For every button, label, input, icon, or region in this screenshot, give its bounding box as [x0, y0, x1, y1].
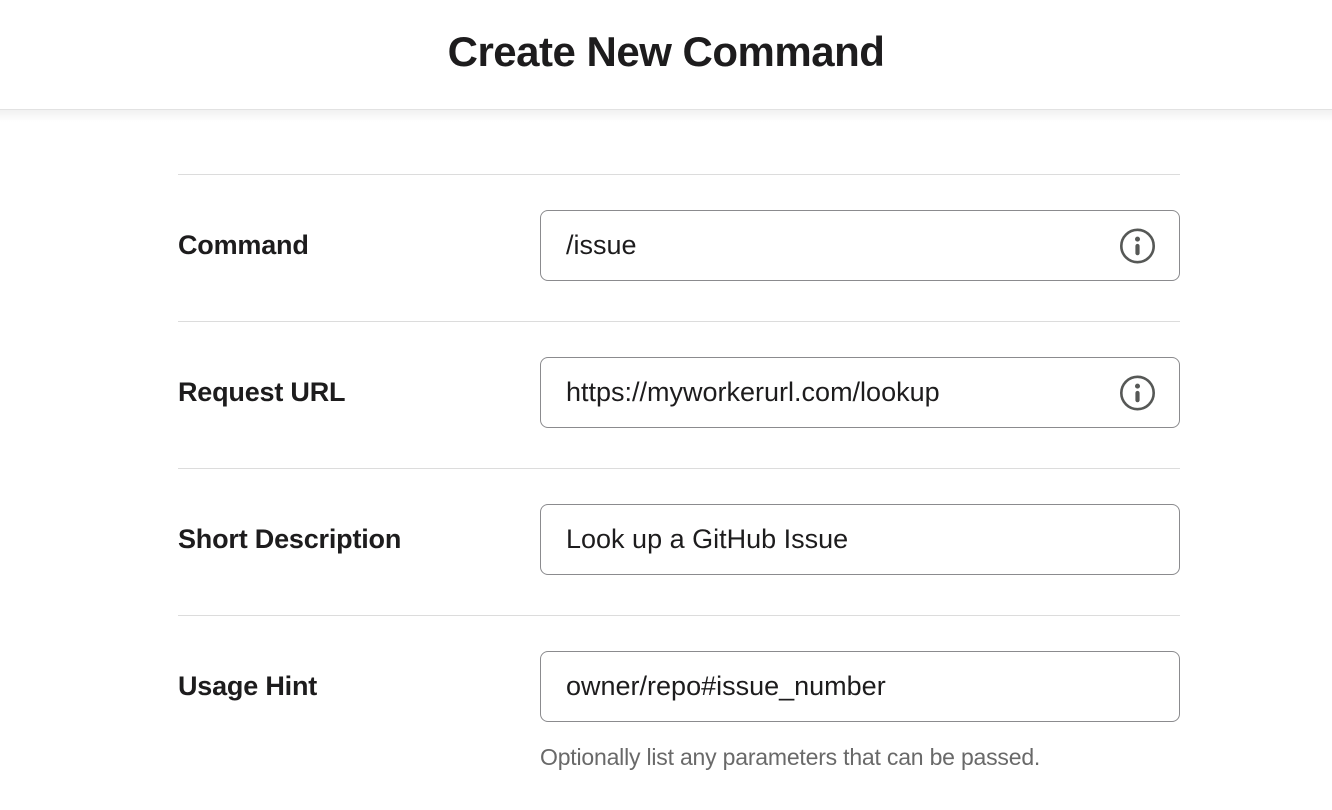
usage-hint-label: Usage Hint [178, 671, 318, 701]
form-row-usage-hint: Usage Hint Optionally list any parameter… [178, 615, 1180, 810]
request-url-label: Request URL [178, 377, 346, 407]
info-icon[interactable] [1119, 374, 1156, 411]
usage-hint-input[interactable] [540, 651, 1180, 722]
request-url-input[interactable] [540, 357, 1180, 428]
create-command-form: Command Request URL [178, 174, 1180, 810]
command-label: Command [178, 230, 309, 260]
short-description-input[interactable] [540, 504, 1180, 575]
header: Create New Command [0, 0, 1332, 122]
command-input[interactable] [540, 210, 1180, 281]
short-description-label: Short Description [178, 524, 402, 554]
info-icon[interactable] [1119, 227, 1156, 264]
usage-hint-helper-text: Optionally list any parameters that can … [540, 744, 1041, 770]
page-title: Create New Command [447, 27, 885, 75]
form-row-request-url: Request URL [178, 321, 1180, 468]
form-row-short-description: Short Description [178, 468, 1180, 615]
form-row-command: Command [178, 174, 1180, 321]
